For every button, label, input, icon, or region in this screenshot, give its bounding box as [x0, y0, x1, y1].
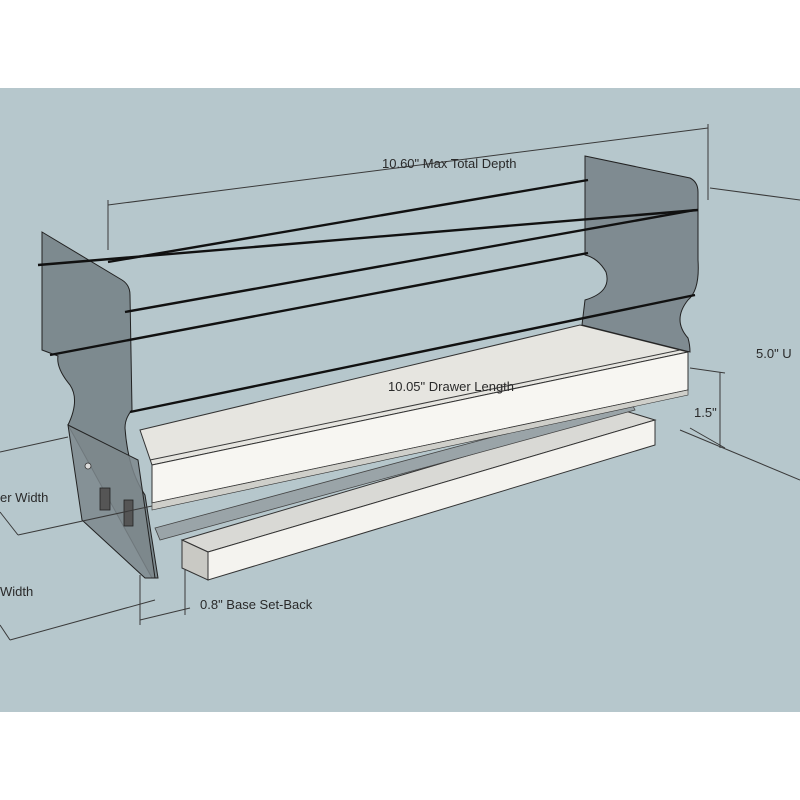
rail-lower: [49, 251, 589, 357]
dimension-lines: [0, 124, 800, 641]
max-total-depth-label: 10.60" Max Total Depth: [382, 156, 516, 171]
drawer-board: [139, 324, 689, 511]
rail-bottom: [129, 293, 696, 414]
drawer-length-label: 10.05" Drawer Length: [388, 379, 514, 394]
screw-hole: [84, 462, 92, 470]
rail-upper: [107, 178, 589, 264]
rails: [37, 178, 699, 414]
base-board: [180, 409, 657, 581]
drawer-width-label: er Width: [0, 490, 48, 505]
total-width-label: Width: [0, 584, 33, 599]
drawer-height-label: 1.5": [694, 405, 717, 420]
mount-slot: [123, 499, 134, 527]
right-side-panel: [581, 155, 699, 353]
rail-middle: [124, 208, 696, 314]
overall-height-label: 5.0" U: [756, 346, 792, 361]
drawer-slide: [154, 399, 636, 541]
base-setback-label: 0.8" Base Set-Back: [200, 597, 313, 612]
mount-slot: [99, 487, 111, 511]
